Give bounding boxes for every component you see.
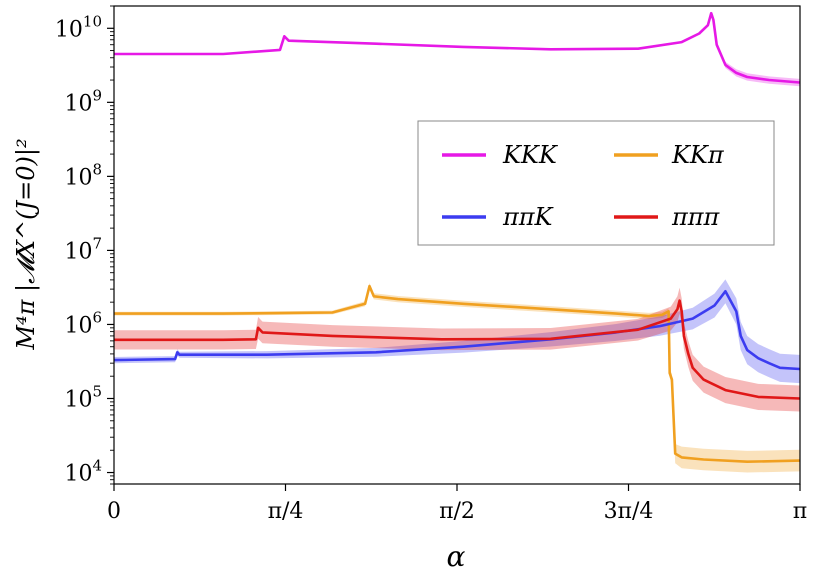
y-tick-label: 108 [64,160,102,190]
y-tick-label: 107 [64,234,102,264]
y-tick-label: 104 [64,457,102,487]
y-axis-ticks: 104 105 106 107 108 109 1010 [55,5,114,487]
series-lines [113,11,800,464]
y-tick-label: 105 [64,382,102,412]
x-tick-label: π/4 [268,499,304,524]
legend-box [417,120,775,246]
x-tick-label: π/2 [439,499,475,524]
x-tick-label: 3π/4 [604,499,654,524]
series-line-pipipi [114,299,800,400]
y-tick-label: 1010 [55,12,102,42]
x-axis-ticks: 0 π/4 π/2 3π/4 π [107,484,807,524]
error-band-kkpi [114,283,800,473]
y-tick-label: 106 [64,308,102,338]
error-band-pipipi [114,287,800,412]
legend-label-pipipi: πππ [671,203,721,231]
series-line-pipik [113,289,800,371]
legend-label-kkpi: KKπ [671,141,725,169]
x-tick-label: 0 [107,499,121,524]
error-band-pipik [114,279,800,384]
x-axis-label: α [447,540,466,573]
series-line-kkk [114,11,800,84]
legend-label-kkk: KKK [502,141,559,169]
y-axis-label: M⁴π |𝓜X^(J=0)|² [12,138,41,350]
series-line-kkpi [114,284,800,464]
x-tick-label: π [793,499,807,524]
error-band-kkk [114,12,800,87]
legend-label-pipik: ππK [502,203,555,231]
y-tick-label: 109 [64,86,102,116]
error-bands [114,12,800,473]
legend: KKK KKπ ππK πππ [417,120,775,246]
